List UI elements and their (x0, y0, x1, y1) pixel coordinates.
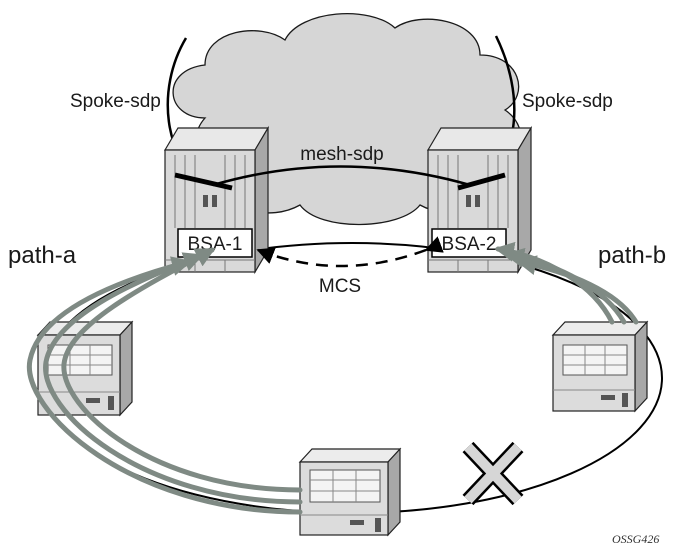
bsa1-label: BSA-1 (188, 234, 243, 255)
mcs-label: MCS (319, 276, 361, 297)
switch-icon (298, 447, 402, 537)
sdp-bar-right (457, 172, 506, 191)
sdp-bar-left (174, 172, 233, 191)
spoke-sdp-right-label: Spoke-sdp (522, 91, 613, 112)
path-b-arrows (494, 241, 639, 325)
spoke-sdp-left-label: Spoke-sdp (70, 91, 161, 112)
path-a-label: path-a (8, 242, 77, 269)
path-b-label: path-b (598, 242, 666, 269)
figure-id: OSSG426 (612, 532, 659, 546)
mesh-sdp-line (212, 165, 471, 187)
switch-icon (551, 320, 649, 413)
x-mark-icon (462, 441, 524, 506)
path-a-arrows (26, 247, 303, 515)
mesh-sdp-label: mesh-sdp (300, 144, 383, 165)
bsa2-label-box (431, 228, 507, 258)
bsa2-label: BSA-2 (442, 234, 497, 255)
mcs-link (256, 236, 444, 268)
switch-icon (36, 320, 134, 417)
